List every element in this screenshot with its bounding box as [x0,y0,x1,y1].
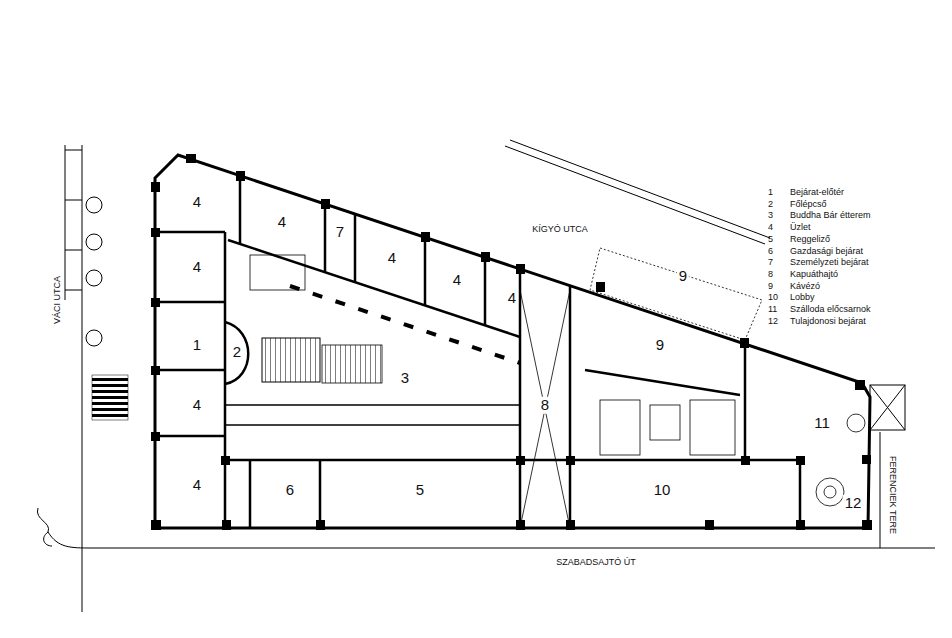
legend-text: Főlépcső [790,200,827,210]
street-name: VÁCI UTCA [53,276,63,324]
legend-number: 12 [768,317,778,327]
room-number: 4 [276,214,288,231]
room-number: 11 [812,415,832,432]
room-number: 10 [652,482,673,499]
street-name: KÍGYÓ UTCA [532,225,588,235]
room-number: 4 [386,250,398,267]
legend-number: 7 [768,258,773,268]
room-number: 9 [677,268,689,285]
legend-number: 8 [768,270,773,280]
room-number: 4 [191,259,203,276]
legend-text: Reggeliző [790,235,830,245]
legend-text: Lobby [790,293,815,303]
room-number: 4 [451,272,463,289]
room-number: 1 [191,337,203,354]
legend-text: Kávézó [790,282,820,292]
room-number: 2 [231,344,243,361]
room-number: 4 [191,397,203,414]
legend-number: 2 [768,200,773,210]
legend-number: 10 [768,293,778,303]
street-name: FERENCIEK TERE [887,456,897,534]
legend-number: 1 [768,188,773,198]
legend-text: Szálloda előcsarnok [790,305,871,315]
legend-number: 4 [768,223,773,233]
legend-number: 3 [768,211,773,221]
street-name: SZABADSAJTÓ ÚT [556,558,636,568]
legend-text: Buddha Bár étterem [790,211,871,221]
room-number: 9 [654,337,666,354]
legend-text: Személyzeti bejárat [790,258,869,268]
legend-number: 6 [768,247,773,257]
legend-text: Üzlet [790,223,811,233]
legend-number: 9 [768,282,773,292]
room-number: 8 [539,397,551,414]
room-number: 4 [191,477,203,494]
room-number: 7 [334,224,346,241]
legend-number: 5 [768,235,773,245]
room-number: 6 [284,482,296,499]
room-number: 5 [414,482,426,499]
legend-text: Tulajdonosi bejárat [790,317,866,327]
legend-number: 11 [768,305,777,315]
room-number: 4 [506,290,518,307]
room-number: 4 [191,194,203,211]
legend-text: Kapuáthajtó [790,270,838,280]
legend-text: Gazdasági bejárat [790,247,863,257]
room-number: 3 [399,370,411,387]
legend-text: Bejárat-előtér [790,188,844,198]
room-number: 12 [843,495,864,512]
